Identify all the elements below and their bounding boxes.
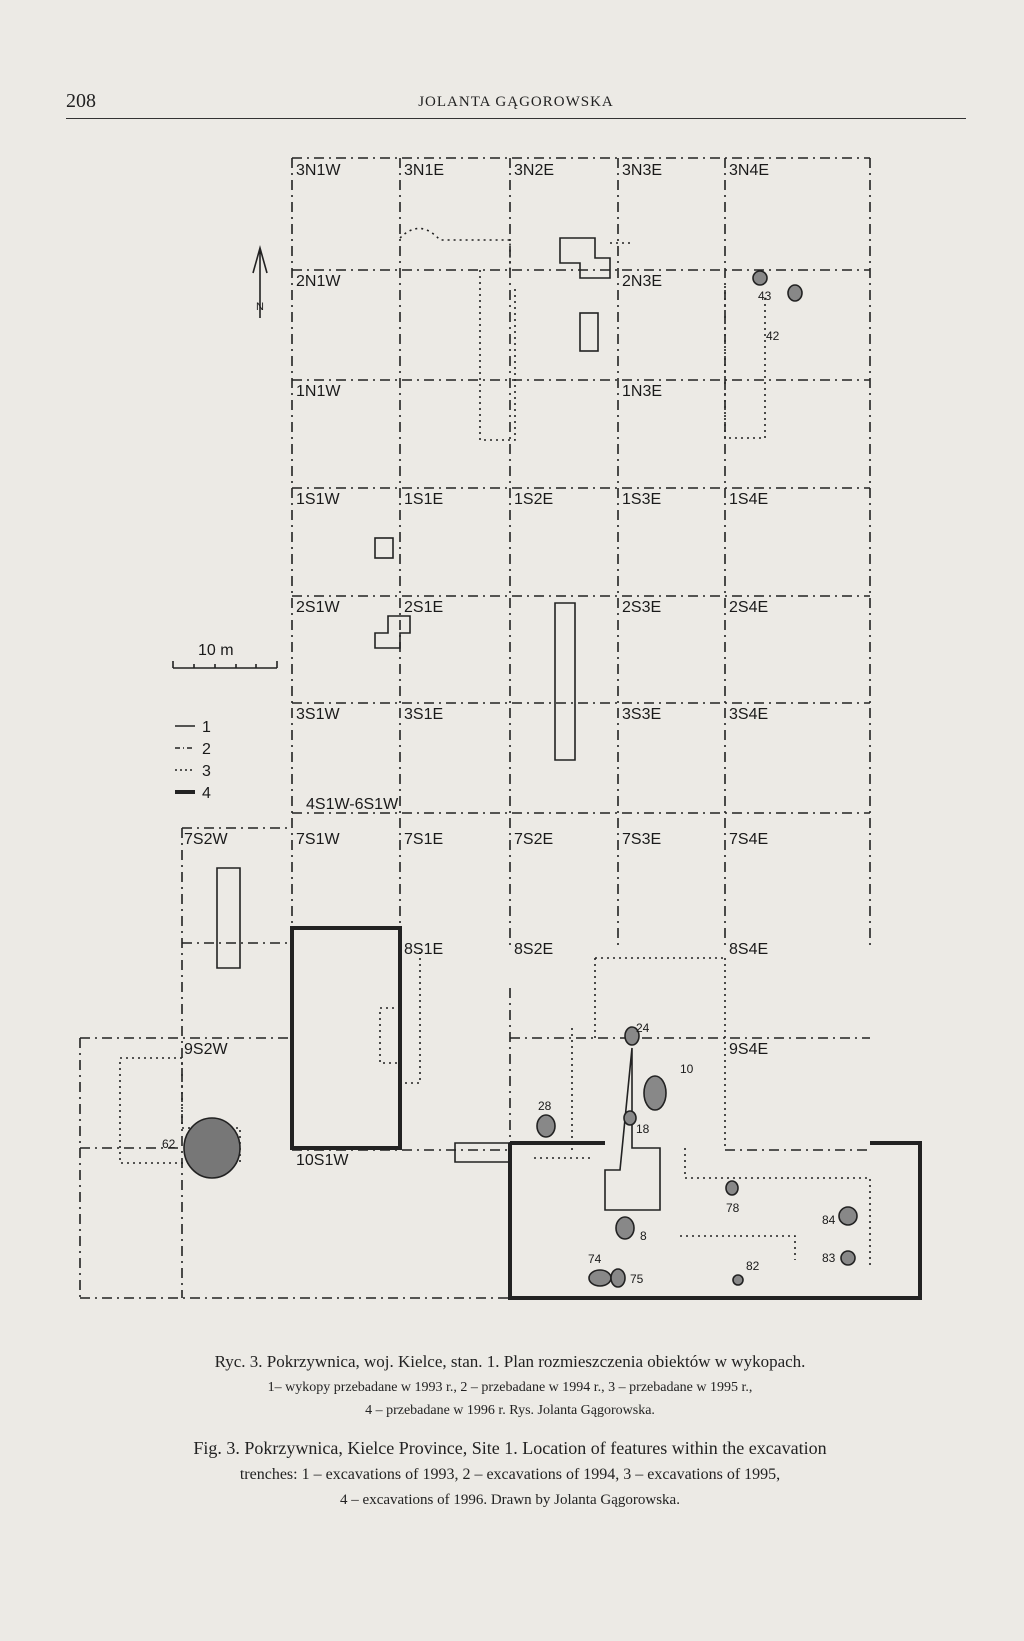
feature-number: 24 (636, 1021, 650, 1035)
excavation-plan: 3N1W 3N1E 3N2E 3N3E 3N4E 2N1W 2N3E 1N1W … (79, 157, 922, 1300)
trench-label: 3S3E (622, 706, 661, 723)
trench-label: 7S1E (404, 831, 443, 848)
feature-number: 78 (726, 1201, 740, 1215)
trench-label: 1S1E (404, 491, 443, 508)
trench-label: 2S1W (296, 599, 340, 616)
feature-number: 18 (636, 1122, 650, 1136)
trench-label: 9S2W (184, 1041, 228, 1058)
trench-label: 1S2E (514, 491, 553, 508)
caption-pl-line: Ryc. 3. Pokrzywnica, woj. Kielce, stan. … (214, 1352, 806, 1371)
feature-number: 42 (766, 329, 780, 343)
trench-label: 7S2E (514, 831, 553, 848)
trench-label: 1N3E (622, 383, 662, 400)
feature-number: 10 (680, 1062, 694, 1076)
trenches-1995 (119, 227, 871, 1266)
feature-number: 82 (746, 1259, 760, 1273)
trench-label: 3N4E (729, 162, 769, 179)
legend-number: 3 (202, 763, 211, 780)
trench-label: 9S4E (729, 1041, 768, 1058)
legend-numbers: 1 2 3 4 (202, 719, 211, 802)
trench-label: 7S1W (296, 831, 340, 848)
legend-lines (175, 725, 195, 794)
trench-label: 2S1E (404, 599, 443, 616)
trench-label: 10S1W (296, 1152, 349, 1169)
legend-number: 1 (202, 719, 211, 736)
feature-number: 84 (822, 1213, 836, 1227)
trench-label: 2S3E (622, 599, 661, 616)
trench-label: 3S1E (404, 706, 443, 723)
scale-label: 10 m (198, 642, 234, 659)
trench-label: 3N2E (514, 162, 554, 179)
legend-number: 4 (202, 785, 211, 802)
trench-label: 2N3E (622, 273, 662, 290)
trench-label: 1S3E (622, 491, 661, 508)
caption-en-line: 4 – excavations of 1996. Drawn by Jolant… (340, 1492, 680, 1508)
scale-bar (172, 661, 278, 669)
north-arrow-icon (252, 245, 268, 318)
feature-number: 8 (640, 1229, 647, 1243)
running-header: 208 JOLANTA GĄGOROWSKA (66, 88, 966, 119)
feature-number: 83 (822, 1251, 836, 1265)
running-title: JOLANTA GĄGOROWSKA (418, 94, 614, 110)
trench-label: 8S4E (729, 941, 768, 958)
feature-number: 75 (630, 1272, 644, 1286)
trench-label: 7S3E (622, 831, 661, 848)
trench-label: 7S2W (184, 831, 228, 848)
feature-numbers: 43 42 62 28 24 10 18 8 74 75 78 84 83 82 (162, 289, 836, 1286)
trench-labels: 3N1W 3N1E 3N2E 3N3E 3N4E 2N1W 2N3E 1N1W … (184, 162, 769, 1169)
trench-label: 1S4E (729, 491, 768, 508)
trench-label: 3S1W (296, 706, 340, 723)
caption-en-line: Fig. 3. Pokrzywnica, Kielce Province, Si… (193, 1438, 827, 1458)
trench-label: 2N1W (296, 273, 341, 290)
trench-label: 1S1W (296, 491, 340, 508)
feature-pits (183, 270, 858, 1288)
trench-label: 8S1E (404, 941, 443, 958)
caption-pl-line: 4 – przebadane w 1996 r. Rys. Jolanta Gą… (365, 1403, 655, 1418)
trench-label: 3N3E (622, 162, 662, 179)
trench-label: 3S4E (729, 706, 768, 723)
trench-label: 1N1W (296, 383, 341, 400)
trench-label: 3N1W (296, 162, 341, 179)
trench-label: 8S2E (514, 941, 553, 958)
north-label: N (256, 301, 264, 313)
feature-number: 28 (538, 1099, 552, 1113)
legend-number: 2 (202, 741, 211, 758)
feature-number: 74 (588, 1252, 602, 1266)
trenches-1994 (216, 237, 661, 1211)
trench-label: 7S4E (729, 831, 768, 848)
feature-number: 43 (758, 289, 772, 303)
caption-en-line: trenches: 1 – excavations of 1993, 2 – e… (239, 1466, 781, 1483)
trench-label: 4S1W-6S1W (306, 796, 399, 813)
caption-pl-line: 1– wykopy przebadane w 1993 r., 2 – prze… (267, 1380, 753, 1395)
trenches-1996 (290, 926, 922, 1300)
trench-label: 2S4E (729, 599, 768, 616)
feature-number: 62 (162, 1137, 176, 1151)
page-number: 208 (66, 90, 96, 112)
trench-label: 3N1E (404, 162, 444, 179)
